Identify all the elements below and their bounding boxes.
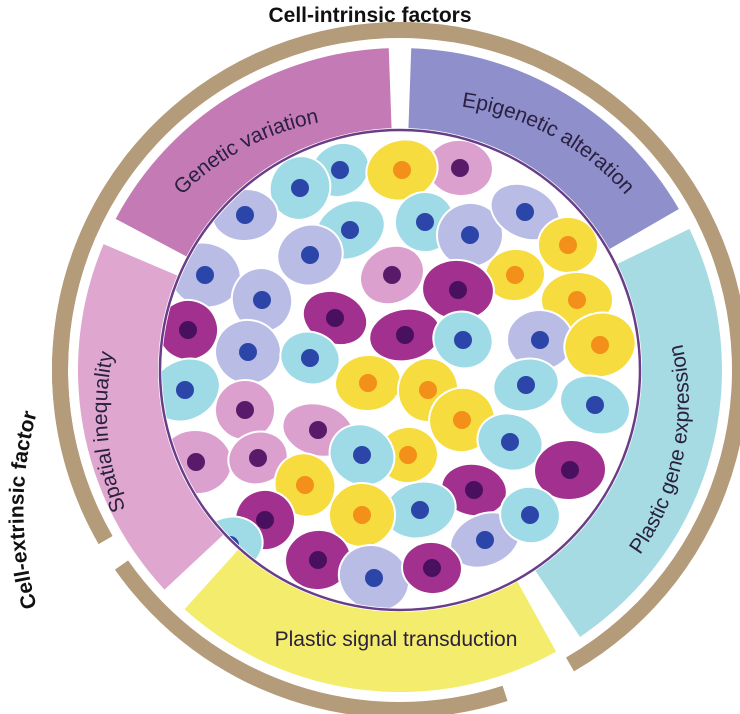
spatial-segment [78,244,224,590]
cell-cyan [328,423,396,487]
cell-magenta [162,299,219,361]
outer-ring-arc-2 [114,560,508,714]
cell-cyan [559,374,631,436]
cell-lavender [337,544,411,608]
cell-cyan [268,155,332,221]
cell-yellow [334,353,402,413]
cell-cyan [492,357,560,413]
cell-cyan [432,310,494,370]
cell-yellow [563,311,637,379]
cell-cyan [499,485,561,545]
plastic-gene-segment [535,228,722,637]
cell-population [162,138,637,608]
cell-magenta [301,289,369,347]
outer-ring [52,22,740,714]
cell-lavender [506,308,574,372]
cell-cyan [476,412,544,472]
cell-lavender [276,223,344,287]
cell-cyan [383,480,457,540]
intrinsic-factors-heading: Cell-intrinsic factors [268,4,471,27]
cell-yellow [484,247,546,303]
cell-pink [227,430,289,486]
cell-magenta [533,438,607,502]
cell-pink [214,379,276,441]
genetic-segment [115,48,392,257]
factor-segments [78,48,722,692]
cell-cyan [279,330,341,386]
extrinsic-factor-heading-text: Cell-extrinsic factor [5,408,41,611]
plastic-signal-segment [184,549,557,692]
epigenetic-segment [408,48,679,250]
outer-ring-arc-3 [52,262,113,544]
cell-yellow [537,215,599,275]
cell-pink [359,244,425,306]
cell-lavender [230,267,294,333]
cell-magenta [284,528,352,592]
extrinsic-factor-heading: Cell-extrinsic factor [5,408,41,611]
cell-magenta [401,540,463,596]
cell-magenta [368,307,442,363]
cell-cyan [162,357,221,423]
plastic-signal-transduction-label: Plastic signal transduction [275,628,518,651]
